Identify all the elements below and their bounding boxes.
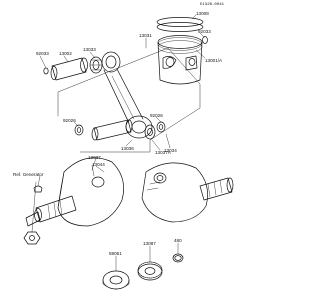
piston-pin (50, 57, 88, 81)
drawing-code: E1326-0041 (200, 3, 225, 7)
label-ref-generator: Ref. Generator (13, 172, 44, 177)
woodruff-key (33, 185, 43, 193)
label-92033-top: 92033 (198, 29, 211, 34)
label-92026-upper: 92026 (150, 113, 163, 118)
label-13036: 13036 (121, 146, 134, 151)
small-end-bearing (89, 56, 103, 74)
piston (157, 35, 203, 85)
bottom-circlip (172, 253, 184, 263)
leader-lines (31, 14, 206, 272)
crank-nut (23, 231, 41, 245)
label-92033-left: 92033 (36, 51, 49, 56)
label-13034: 13034 (164, 148, 177, 153)
circlip-left (43, 67, 49, 75)
label-13033: 13033 (83, 47, 96, 52)
label-13037a: 13037A (155, 150, 171, 155)
label-13044: 13044 (92, 162, 105, 167)
label-13087: 13087 (143, 241, 156, 246)
circlip-right (202, 36, 208, 44)
piston-rings (156, 17, 204, 32)
thrust-washer-lower (74, 124, 84, 136)
exploded-view-drawing (23, 14, 234, 290)
label-13008: 13008 (196, 11, 209, 16)
parts-diagram: E1326-0041 13008 92033 13001/A 92033 130… (13, 3, 234, 290)
label-13031: 13031 (139, 33, 152, 38)
label-13037: 13037 (88, 155, 101, 160)
connecting-rod (101, 51, 153, 139)
label-92026-lower: 92026 (63, 118, 76, 123)
label-13002: 13002 (59, 51, 72, 56)
crankshaft-left-half (25, 157, 124, 227)
main-bearing (102, 270, 130, 290)
crankshaft-right-half (141, 162, 234, 223)
crankpin (91, 119, 133, 141)
label-59051: 59051 (109, 251, 122, 256)
assembly-bracket (57, 47, 201, 153)
label-13001a: 13001/A (205, 58, 223, 63)
label-480: 480 (174, 238, 182, 243)
crank-gear (137, 261, 163, 281)
big-end-bearing (144, 124, 156, 140)
thrust-washer-upper (156, 121, 166, 133)
